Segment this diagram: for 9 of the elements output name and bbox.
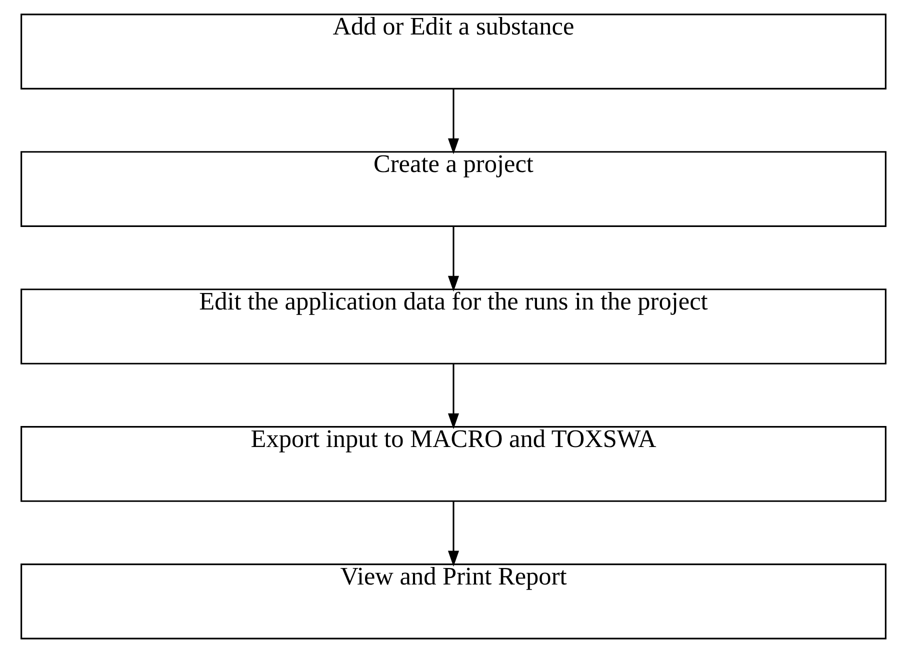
arrow	[447, 89, 459, 154]
arrow	[447, 502, 459, 567]
node-box: View and Print Report	[20, 564, 886, 640]
node-box: Export input to MACRO and TOXSWA	[20, 426, 886, 502]
node-box: Add or Edit a substance	[20, 14, 886, 90]
arrow	[447, 364, 459, 430]
node-box: Create a project	[20, 151, 886, 227]
node-box: Edit the application data for the runs in the project	[20, 288, 886, 364]
arrow	[447, 226, 459, 292]
